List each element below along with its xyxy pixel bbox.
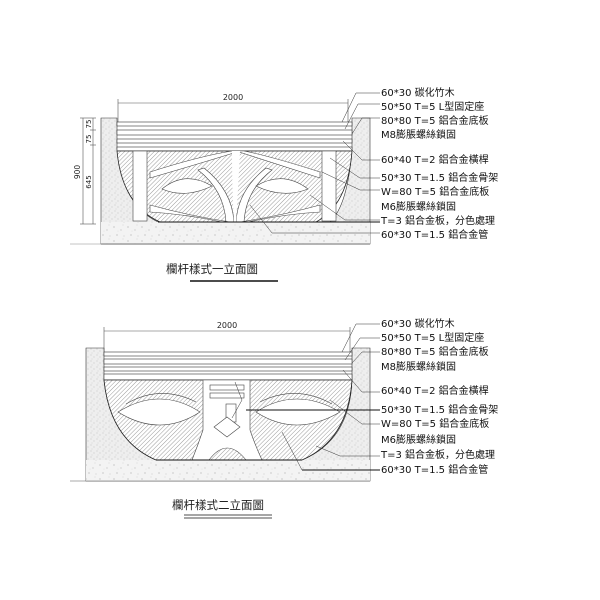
dimension-width-1 [117,99,349,124]
callout-aluminum-tube: 60*30 T=1.5 鋁合金管 [381,228,488,241]
leader-lines-1 [249,92,380,234]
dimension-top-segment-label: 75 [85,120,93,129]
callout-aluminum-tube: 60*30 T=1.5 鋁合金管 [381,463,488,476]
dimension-width-2 [103,327,351,354]
callout-m6-anchor: M6膨脹螺絲鎖固 [381,433,456,446]
callout-w80-plate: W=80 T=5 鋁合金底板 [381,417,489,430]
callout-l-bracket: 50*50 T=5 L型固定座 [381,100,484,113]
callout-labels-1: 60*30 碳化竹木 50*50 T=5 L型固定座 80*80 T=5 鋁合金… [380,86,498,241]
callout-frame: 50*30 T=1.5 鋁合金骨架 [381,403,498,416]
callout-aluminum-panel: T=3 鋁合金板，分色處理 [380,214,495,227]
dimension-width-label-1: 2000 [223,93,243,102]
callout-crossbar: 60*40 T=2 鋁合金橫桿 [381,384,489,397]
dimension-width-label-2: 2000 [217,321,237,330]
callout-m8-anchor: M8膨脹螺絲鎖固 [381,360,456,373]
drawing-2-title: 欄杆樣式二立面圖 [172,498,264,512]
leader-lines-2 [231,323,380,471]
callout-aluminum-panel: T=3 鋁合金板，分色處理 [380,448,495,461]
callout-m8-anchor: M8膨脹螺絲鎖固 [381,128,456,141]
callout-w80-plate: W=80 T=5 鋁合金底板 [381,185,489,198]
callout-bamboo-wood: 60*30 碳化竹木 [381,86,455,99]
panel-frame-2 [117,379,341,461]
callout-base-plate: 80*80 T=5 鋁合金底板 [381,345,489,358]
dimension-total-height-label: 900 [73,165,82,180]
callout-frame: 50*30 T=1.5 鋁合金骨架 [381,171,498,184]
drawing-2-elevation: 2000 [70,321,380,482]
drawing-1-title: 欄杆樣式一立面圖 [166,262,258,276]
callout-crossbar: 60*40 T=2 鋁合金橫桿 [381,153,489,166]
callout-m6-anchor: M6膨脹螺絲鎖固 [381,200,456,213]
callout-labels-2: 60*30 碳化竹木 50*50 T=5 L型固定座 80*80 T=5 鋁合金… [380,317,498,476]
dimension-height-1 [80,117,96,225]
callout-base-plate: 80*80 T=5 鋁合金底板 [381,114,489,127]
drawing-1-elevation: 2000 900 75 75 645 [70,92,380,245]
handrail-1 [116,121,353,152]
callout-l-bracket: 50*50 T=5 L型固定座 [381,331,484,344]
cutout-left-1 [161,178,213,194]
callout-bamboo-wood: 60*30 碳化竹木 [381,317,455,330]
dimension-bottom-segment-label: 645 [85,175,93,188]
cutout-right-1 [255,178,309,194]
handrail-2 [103,351,353,381]
dimension-mid-segment-label: 75 [85,135,93,144]
